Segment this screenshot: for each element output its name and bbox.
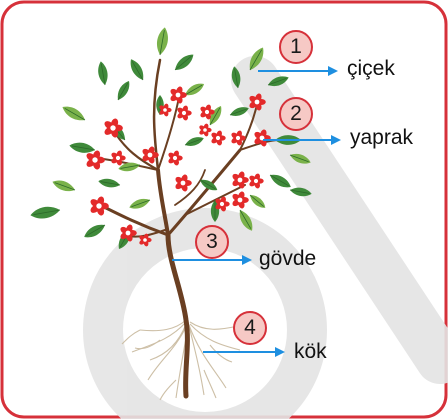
part-number-badge: 2 [279,97,313,131]
part-number-badge: 1 [279,30,313,64]
part-label-root: kök [294,341,327,362]
part-label-flower: çiçek [347,58,395,79]
part-label-stem: gövde [259,248,316,269]
part-label-leaf: yaprak [350,127,413,148]
part-number-badge: 4 [233,311,267,345]
part-number-badge: 3 [195,225,229,259]
